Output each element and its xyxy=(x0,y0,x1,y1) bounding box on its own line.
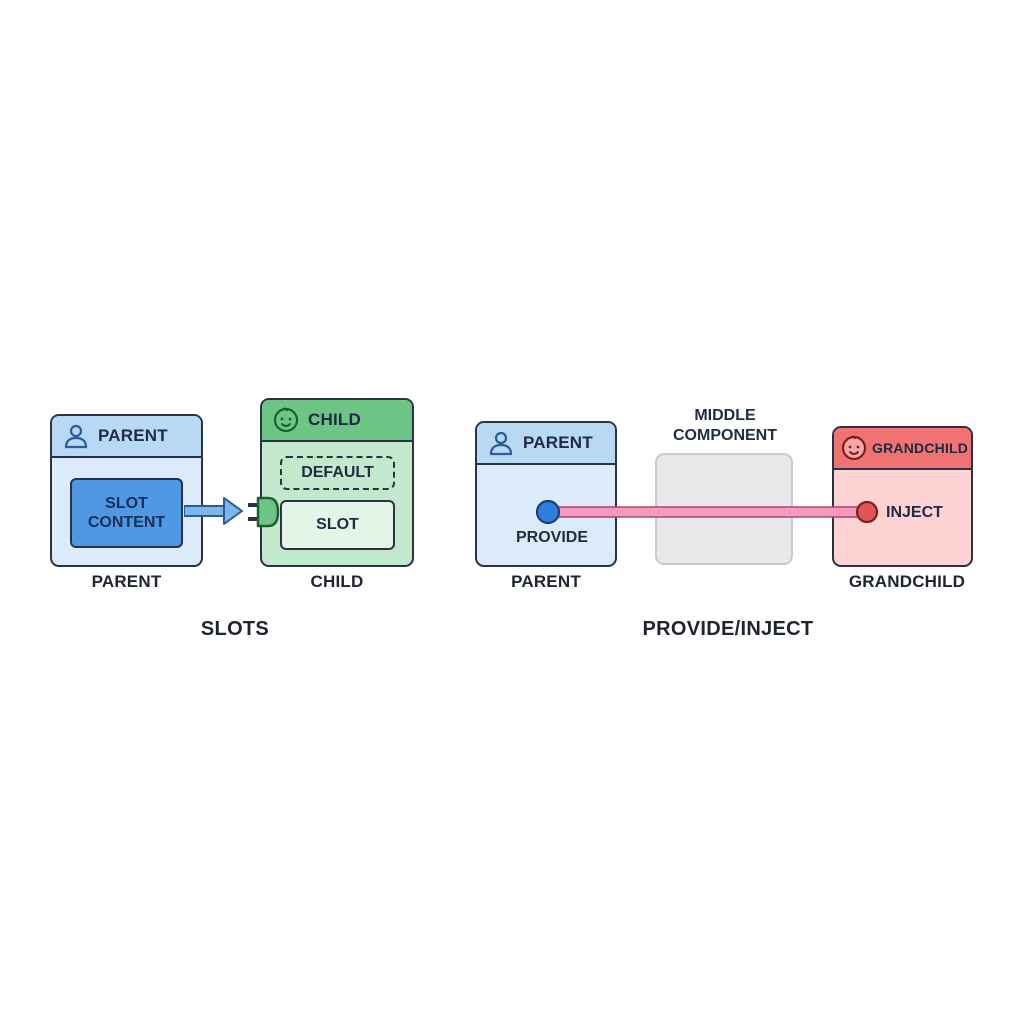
slots-child-header: CHILD xyxy=(262,400,412,442)
inject-label: INJECT xyxy=(886,504,943,521)
slots-parent-header-label: PARENT xyxy=(98,426,168,445)
plug-icon xyxy=(248,496,280,528)
slots-child-caption: CHILD xyxy=(310,572,364,591)
grandchild-header: GRANDCHILD xyxy=(834,428,971,470)
slots-parent-box: PARENT SLOT CONTENT xyxy=(50,414,203,567)
slot-outlet-box: SLOT xyxy=(280,500,395,550)
person-icon xyxy=(62,422,90,450)
slots-parent-caption: PARENT xyxy=(91,572,162,591)
slot-content-line1: SLOT xyxy=(105,495,148,512)
person-icon xyxy=(487,429,515,457)
slots-child-header-label: CHILD xyxy=(308,410,361,429)
slot-outlet-label: SLOT xyxy=(316,516,359,533)
slot-arrow xyxy=(184,497,243,525)
slots-parent-header: PARENT xyxy=(52,416,201,458)
provide-parent-caption: PARENT xyxy=(511,572,581,591)
provide-parent-box: PARENT PROVIDE xyxy=(475,421,617,567)
baby-face-icon xyxy=(272,406,300,434)
slot-content-line2: CONTENT xyxy=(87,514,166,531)
slot-content-box: SLOT CONTENT xyxy=(70,478,183,548)
middle-label-line1: MIDDLE xyxy=(694,407,756,424)
provide-parent-header-label: PARENT xyxy=(523,433,593,452)
inject-dot xyxy=(855,500,879,524)
middle-label-line2: COMPONENT xyxy=(673,427,777,444)
provide-inject-title: PROVIDE/INJECT xyxy=(642,618,814,640)
baby-face-icon xyxy=(840,434,868,462)
provide-parent-header: PARENT xyxy=(477,423,615,465)
default-slot-label: DEFAULT xyxy=(301,464,374,481)
provide-inject-connection xyxy=(535,499,879,525)
default-slot-placeholder: DEFAULT xyxy=(280,456,395,490)
grandchild-header-label: GRANDCHILD xyxy=(872,440,969,456)
grandchild-box: GRANDCHILD INJECT xyxy=(832,426,973,567)
slots-title: SLOTS xyxy=(200,618,270,640)
slots-child-box: CHILD DEFAULT SLOT xyxy=(260,398,414,567)
provide-label: PROVIDE xyxy=(515,529,588,546)
grandchild-caption: GRANDCHILD xyxy=(848,572,966,591)
middle-component-label: MIDDLE COMPONENT xyxy=(640,406,810,446)
provide-dot xyxy=(535,499,561,525)
